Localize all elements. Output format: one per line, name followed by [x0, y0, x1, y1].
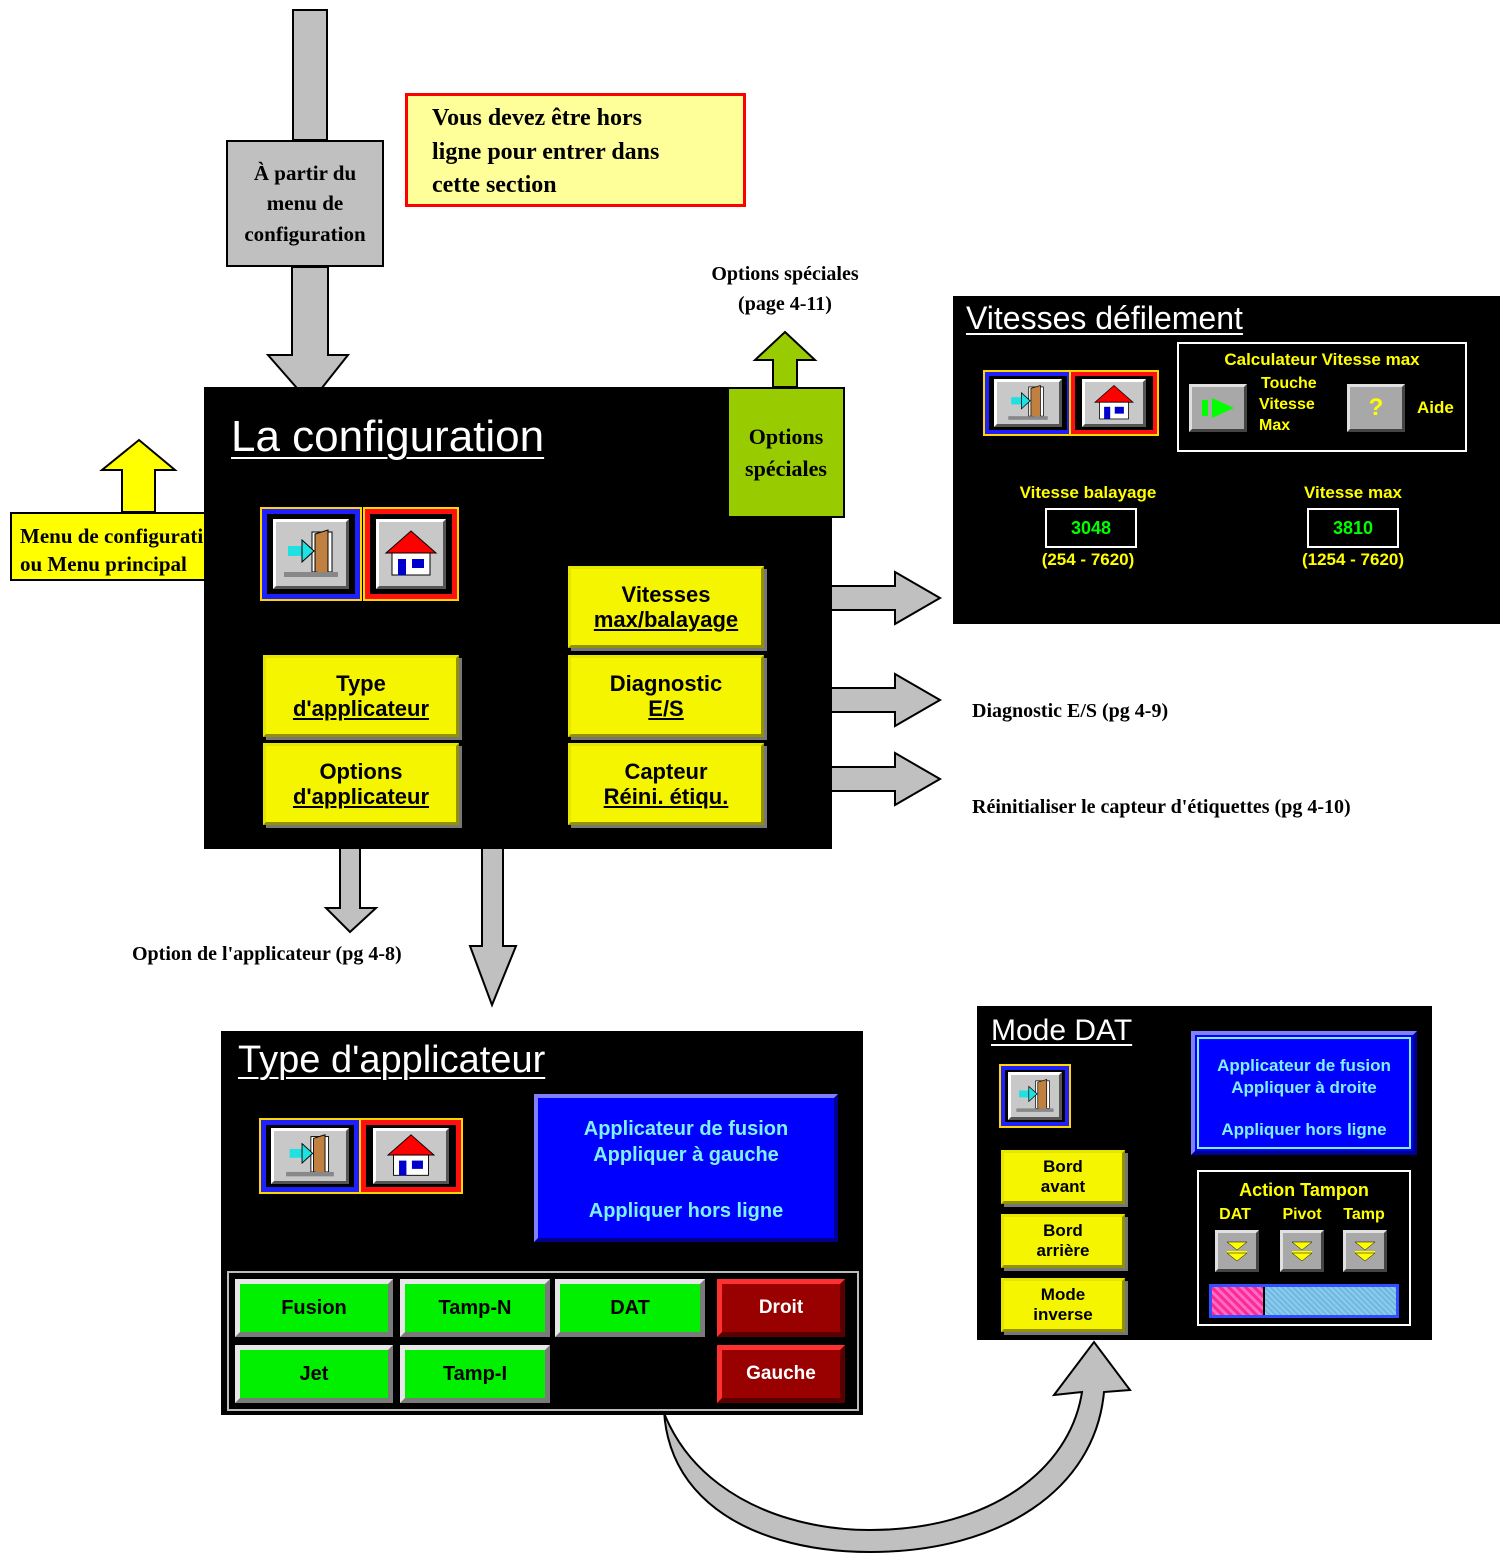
touch-speed-label: Touche Vitesse Max — [1259, 375, 1317, 434]
options-button[interactable]: Options d'applicateur — [263, 743, 459, 825]
exit-door-icon — [286, 1134, 334, 1177]
type-button-panel — [227, 1271, 859, 1411]
diag-ref: Diagnostic E/S (pg 4-9) — [972, 700, 1169, 722]
speed-home-button[interactable] — [1069, 370, 1159, 436]
type-screen: Type d'applicateur Applicateur de fusion… — [221, 1031, 863, 1415]
leading-edge-button[interactable]: Bord avant — [1001, 1150, 1125, 1204]
dat-screen: Mode DAT Bord avant Bord arrière Mode in… — [977, 1006, 1432, 1340]
scan-speed-value[interactable]: 3048 — [1045, 508, 1137, 548]
exit-button[interactable] — [260, 507, 362, 601]
help-icon: ? — [1368, 394, 1384, 421]
tamp-n-button[interactable]: Tamp-N — [400, 1279, 550, 1337]
scan-speed-range: (254 - 7620) — [1041, 550, 1135, 569]
double-chevron-down-icon — [1291, 1241, 1313, 1262]
tampon-col-dat: DAT — [1219, 1206, 1251, 1223]
play-icon — [1202, 398, 1234, 418]
trailing-edge-button[interactable]: Bord arrière — [1001, 1214, 1125, 1268]
exit-door-icon — [1016, 1078, 1054, 1112]
dat-title: Mode DAT — [991, 1014, 1133, 1047]
home-icon — [386, 1134, 436, 1176]
offline-warning: Vous devez être hors ligne pour entrer d… — [405, 93, 746, 207]
help-label: Aide — [1417, 398, 1454, 417]
tampon-tamp-button[interactable] — [1343, 1230, 1387, 1272]
sensor-ref: Réinitialiser le capteur d'étiquettes (p… — [972, 796, 1351, 818]
jet-button[interactable]: Jet — [235, 1345, 393, 1403]
max-speed-label: Vitesse max — [1304, 483, 1402, 502]
special-options-ref: Options spéciales (page 4-11) — [711, 263, 859, 315]
dat-button[interactable]: DAT — [555, 1279, 705, 1337]
type-title: Type d'applicateur — [238, 1039, 546, 1081]
right-button[interactable]: Droit — [717, 1279, 845, 1337]
special-options-box: Options spéciales — [727, 387, 845, 518]
tampon-pivot-button[interactable] — [1280, 1230, 1324, 1272]
type-exit-button[interactable] — [259, 1118, 361, 1194]
tampon-dat-button[interactable] — [1215, 1230, 1259, 1272]
home-icon — [1093, 385, 1135, 420]
dat-exit-button[interactable] — [999, 1064, 1071, 1128]
touch-speed-button[interactable] — [1189, 384, 1247, 432]
help-button[interactable]: ? — [1347, 384, 1405, 432]
tampon-col-pivot: Pivot — [1282, 1206, 1322, 1223]
sensor-button[interactable]: Capteur Réini. étiqu. — [568, 743, 764, 825]
exit-door-icon — [1008, 384, 1048, 420]
dat-info-panel: Applicateur de fusion Appliquer à droite… — [1191, 1031, 1417, 1155]
applicator-option-ref: Option de l'applicateur (pg 4-8) — [132, 943, 402, 965]
tampon-col-tamp: Tamp — [1343, 1206, 1385, 1223]
home-icon — [384, 530, 438, 576]
left-button[interactable]: Gauche — [717, 1345, 845, 1403]
calculator-panel: Calculateur Vitesse max Touche Vitesse M… — [1177, 342, 1467, 452]
exit-door-icon — [284, 529, 338, 577]
arrow-to-applicator-option — [323, 839, 379, 934]
speed-title: Vitesses défilement — [966, 300, 1243, 336]
config-title: La configuration — [231, 412, 545, 461]
type-button[interactable]: Type d'applicateur — [263, 655, 459, 737]
speed-exit-button[interactable] — [983, 370, 1073, 436]
calculator-title: Calculateur Vitesse max — [1224, 350, 1420, 369]
reverse-mode-button[interactable]: Mode inverse — [1001, 1278, 1125, 1332]
arrow-up-menu — [99, 438, 178, 513]
arrow-up-special-options — [752, 330, 818, 388]
type-info-panel: Applicateur de fusion Appliquer à gauche… — [534, 1094, 838, 1242]
tampon-progress-bar — [1209, 1284, 1399, 1318]
tamp-i-button[interactable]: Tamp-I — [400, 1345, 550, 1403]
double-chevron-down-icon — [1226, 1241, 1248, 1262]
tampon-progress-fill — [1212, 1287, 1266, 1315]
speed-screen: Vitesses défilement Calculateur Vitesse … — [953, 296, 1500, 624]
arrow-from-config-menu — [265, 9, 351, 405]
type-home-button[interactable] — [359, 1118, 463, 1194]
double-chevron-down-icon — [1354, 1241, 1376, 1262]
tampon-title: Action Tampon — [1239, 1180, 1369, 1200]
tampon-panel: Action Tampon DAT Pivot Tamp — [1197, 1170, 1411, 1326]
max-speed-range: (1254 - 7620) — [1301, 550, 1405, 569]
from-config-note: À partir du menu de configuration — [226, 140, 384, 267]
max-speed-value[interactable]: 3810 — [1307, 508, 1399, 548]
scan-speed-label: Vitesse balayage — [1019, 483, 1157, 502]
home-button[interactable] — [363, 507, 459, 601]
fusion-button[interactable]: Fusion — [235, 1279, 393, 1337]
diag-button[interactable]: Diagnostic E/S — [568, 655, 764, 737]
arrow-to-dat-screen — [650, 1340, 1132, 1554]
speeds-button[interactable]: Vitesses max/balayage — [568, 566, 764, 648]
